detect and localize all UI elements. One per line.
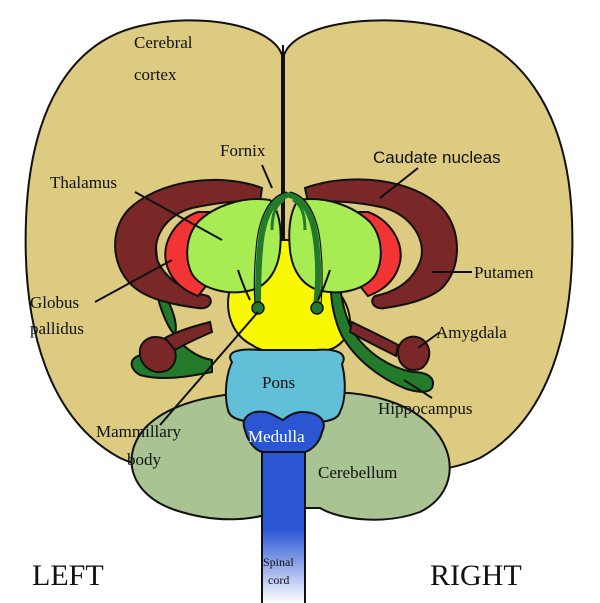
left-amygdala-stalk bbox=[163, 320, 214, 352]
label-right: RIGHT bbox=[430, 559, 522, 592]
label-cerebral-cortex-line1: Cerebral bbox=[134, 33, 193, 52]
label-thalamus: Thalamus bbox=[50, 173, 117, 192]
right-fornix bbox=[287, 192, 322, 308]
right-fornix-column bbox=[317, 269, 331, 301]
right-amygdala-stalk bbox=[348, 320, 400, 358]
left-mammillary-body bbox=[251, 301, 265, 315]
thalamus-leader bbox=[134, 191, 223, 241]
label-hippocampus: Hippocampus bbox=[378, 399, 472, 418]
label-fornix: Fornix bbox=[220, 141, 266, 160]
pons bbox=[224, 348, 346, 423]
label-globus-line2: pallidus bbox=[30, 319, 84, 338]
label-mammillary-line1: Mammillary bbox=[96, 422, 181, 441]
right-mammillary-body bbox=[310, 301, 324, 315]
label-caudate-nucleas: Caudate nucleas bbox=[373, 148, 501, 167]
fornix-inner-right bbox=[292, 198, 307, 231]
label-cerebellum: Cerebellum bbox=[318, 463, 397, 482]
hippocampus-leader bbox=[403, 379, 433, 399]
label-cerebral-cortex-line2: cortex bbox=[134, 65, 177, 84]
spinal-cord-fill bbox=[262, 440, 305, 603]
caudate-leader bbox=[379, 167, 419, 199]
label-amygdala: Amygdala bbox=[436, 323, 507, 342]
left-amygdala bbox=[138, 336, 177, 374]
label-medulla: Medulla bbox=[248, 427, 305, 446]
right-amygdala bbox=[396, 335, 431, 371]
left-caudate-putamen bbox=[114, 178, 264, 310]
mammillary-leader bbox=[159, 311, 259, 426]
globus-leader bbox=[94, 259, 173, 303]
medulla bbox=[242, 410, 325, 453]
label-spinal-line1: Spinal bbox=[263, 555, 294, 569]
amygdala-leader bbox=[417, 331, 441, 349]
left-fornix-outline bbox=[253, 191, 288, 306]
fornix-leader bbox=[261, 164, 273, 189]
left-fornix bbox=[255, 192, 290, 308]
label-putamen: Putamen bbox=[474, 263, 534, 282]
label-mammillary-line2: body bbox=[127, 450, 162, 469]
right-hippocampus bbox=[329, 229, 434, 393]
left-fornix-column bbox=[237, 269, 251, 301]
label-pons: Pons bbox=[262, 373, 295, 392]
fornix-inner-left bbox=[270, 198, 285, 231]
label-left: LEFT bbox=[32, 559, 104, 592]
label-globus-line1: Globus bbox=[30, 293, 79, 312]
right-caudate-putamen bbox=[303, 178, 458, 310]
label-spinal-line2: cord bbox=[268, 573, 289, 587]
